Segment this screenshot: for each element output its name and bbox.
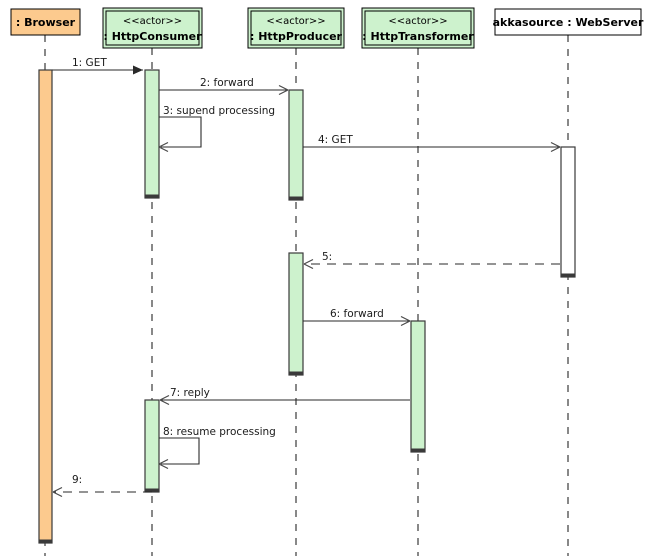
participant-box-httpproducer[interactable]: <<actor>> : HttpProducer <box>247 7 345 49</box>
activation-foot-httpproducer <box>289 371 303 375</box>
message-label-7: 7: reply <box>170 387 210 399</box>
activation-bar-httpproducer <box>288 252 304 376</box>
arrowhead-3 <box>158 141 169 153</box>
activation-bar-httpproducer <box>288 89 304 201</box>
activation-bar-httpconsumer <box>144 399 160 493</box>
participant-name-browser: : Browser <box>16 16 76 29</box>
activation-bar-httptransformer <box>410 320 426 453</box>
participant-box-httpconsumer[interactable]: <<actor>> : HttpConsumer <box>102 7 203 49</box>
message-label-4: 4: GET <box>318 134 353 146</box>
activation-foot-webserver <box>561 273 575 277</box>
message-5[interactable]: 5: <box>303 251 560 270</box>
participant-stereotype-httpconsumer: <<actor>> <box>123 16 182 27</box>
self-message-path-3 <box>159 116 202 148</box>
arrowhead-4 <box>550 141 561 153</box>
lifelines-layer <box>44 35 569 556</box>
message-label-6: 6: forward <box>330 308 384 320</box>
message-label-2: 2: forward <box>200 77 254 89</box>
message-label-5: 5: <box>322 251 332 263</box>
participant-box-browser[interactable]: : Browser <box>10 8 81 36</box>
arrowhead-6 <box>400 315 411 327</box>
participant-name-httptransformer: : HttpTransformer <box>362 30 474 43</box>
participant-stereotype-httpproducer: <<actor>> <box>266 16 325 27</box>
participant-box-httptransformer[interactable]: <<actor>> : HttpTransformer <box>361 7 475 49</box>
arrowhead-7 <box>159 394 170 406</box>
participant-box-inner-border-httptransformer <box>364 10 472 46</box>
participant-name-webserver: akkasource : WebServer <box>493 16 644 29</box>
self-message-path-8 <box>159 437 200 465</box>
message-9[interactable]: 9: <box>52 474 152 498</box>
arrowhead-9 <box>52 486 63 498</box>
activation-bar-browser <box>38 69 53 544</box>
participant-box-webserver[interactable]: akkasource : WebServer <box>493 8 644 36</box>
activation-foot-httpconsumer <box>145 194 159 198</box>
activation-foot-httptransformer <box>411 448 425 452</box>
message-8[interactable]: 8: resume processing <box>158 426 276 470</box>
participant-boxes-layer: : Browser<<actor>>: HttpConsumer<<actor>… <box>10 7 644 49</box>
participant-box-inner-border-httpconsumer <box>105 10 200 46</box>
messages-layer: 1: GET 2: forward 3: supend processing 4: G… <box>52 57 561 498</box>
participant-box-inner-border-httpproducer <box>250 10 342 46</box>
arrowhead-2 <box>278 84 289 96</box>
activation-foot-browser <box>39 539 52 543</box>
message-4[interactable]: 4: GET <box>303 134 561 153</box>
message-2[interactable]: 2: forward <box>159 77 289 96</box>
activation-bar-httpconsumer <box>144 69 160 199</box>
participant-box-rect-browser <box>10 8 81 36</box>
activation-bar-webserver <box>560 146 576 278</box>
message-label-1: 1: GET <box>72 57 107 69</box>
arrowhead-5 <box>303 258 314 270</box>
participant-name-httpproducer: : HttpProducer <box>250 30 343 43</box>
message-label-3: 3: supend processing <box>163 105 275 117</box>
activations-layer <box>38 69 576 544</box>
activation-foot-httpproducer <box>289 196 303 200</box>
participant-box-rect-httpproducer <box>247 7 345 49</box>
participant-box-rect-httptransformer <box>361 7 475 49</box>
participant-box-rect-httpconsumer <box>102 7 203 49</box>
participant-name-httpconsumer: : HttpConsumer <box>103 30 202 43</box>
message-3[interactable]: 3: supend processing <box>158 105 275 153</box>
message-6[interactable]: 6: forward <box>303 308 411 327</box>
activation-foot-httpconsumer <box>145 488 159 492</box>
message-label-8: 8: resume processing <box>163 426 276 438</box>
arrowhead-1 <box>133 65 143 75</box>
arrowhead-8 <box>158 458 169 470</box>
participant-box-rect-webserver <box>494 8 642 36</box>
message-7[interactable]: 7: reply <box>159 387 410 406</box>
message-1[interactable]: 1: GET <box>52 57 143 75</box>
message-label-9: 9: <box>72 474 82 486</box>
participant-stereotype-httptransformer: <<actor>> <box>388 16 447 27</box>
